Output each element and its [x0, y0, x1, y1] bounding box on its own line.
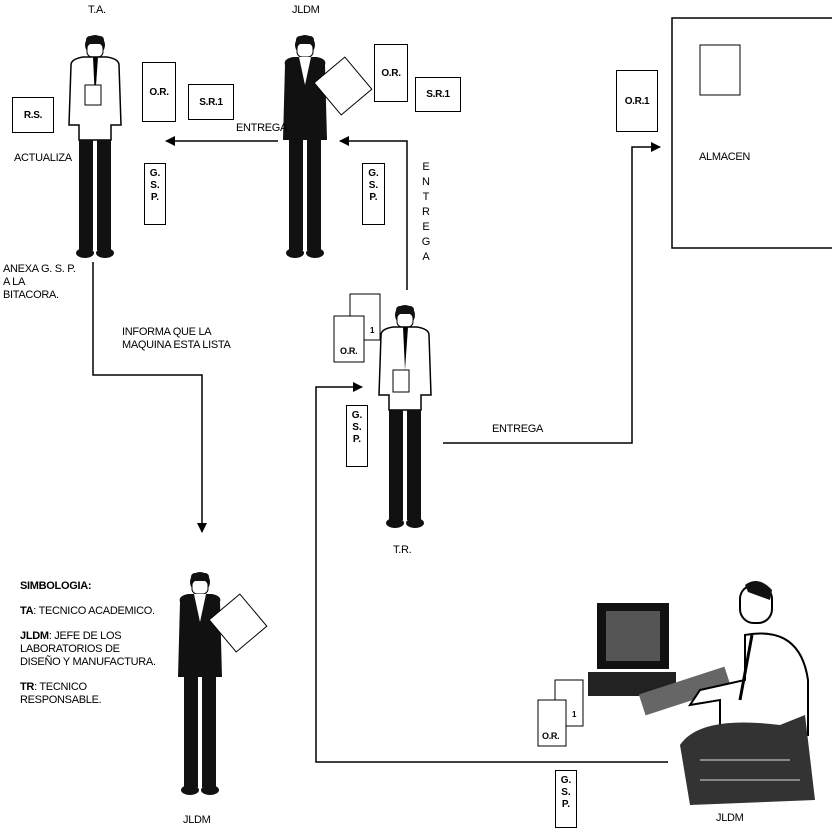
almacen-room	[672, 18, 832, 248]
doc-rs: R.S.	[12, 97, 54, 133]
ta-top-label: T.A.	[88, 4, 106, 17]
legend-item-jldm: JLDM: JEFE DE LOS LABORATORIOS DE DISEÑO…	[20, 630, 200, 669]
legend: SIMBOLOGIA: TA: TECNICO ACADEMICO. JLDM:…	[20, 580, 200, 719]
doc-or1-almacen: O.R.1	[616, 70, 658, 132]
doc-gsp-tr: G. S. P.	[346, 405, 368, 467]
legend-item-tr: TR: TECNICO RESPONSABLE.	[20, 681, 200, 707]
sheet-number-jldm: 1	[572, 710, 576, 719]
almacen-label: ALMACEN	[699, 151, 750, 164]
informa-label: INFORMA QUE LA MAQUINA ESTA LISTA	[122, 326, 231, 352]
doc-or-tr: O.R.	[340, 345, 357, 358]
entrega-almacen-label: ENTREGA	[492, 423, 543, 436]
person-jldm-top	[283, 35, 372, 258]
legend-title: SIMBOLOGIA:	[20, 580, 200, 593]
doc-gsp-jldm: G. S. P.	[362, 163, 385, 225]
anexa-label: ANEXA G. S. P. A LA BITACORA.	[3, 263, 76, 302]
almacen-door	[700, 45, 740, 95]
tr-label: T.R.	[393, 544, 411, 557]
doc-sr1-ta: S.R.1	[188, 84, 234, 120]
jldm-top-label: JLDM	[292, 4, 320, 17]
jldm-bottom-center-label: JLDM	[183, 814, 211, 827]
doc-gsp-ta: G. S. P.	[144, 163, 166, 225]
actualiza-label: ACTUALIZA	[14, 152, 72, 165]
doc-gsp-jldm-bottom: G. S. P.	[555, 770, 577, 828]
sheet-number-tr: 1	[370, 326, 374, 335]
legend-item-ta: TA: TECNICO ACADEMICO.	[20, 605, 200, 618]
arrow-tr-to-almacen	[443, 147, 660, 443]
person-tr	[379, 305, 431, 528]
entrega-horizontal-label: ENTREGA	[236, 122, 287, 135]
person-ta	[69, 35, 121, 258]
computer-workstation	[588, 581, 815, 805]
doc-or-jldm-bottom: O.R.	[542, 730, 559, 743]
doc-or-ta: O.R.	[142, 62, 176, 122]
arrow-ta-to-jldm-bottom	[93, 262, 202, 532]
jldm-bottom-right-label: JLDM	[716, 812, 744, 825]
doc-or-jldm: O.R.	[374, 44, 408, 102]
entrega-vertical-label: E N T R E G A	[420, 160, 432, 265]
doc-sr1-jldm: S.R.1	[415, 77, 461, 112]
